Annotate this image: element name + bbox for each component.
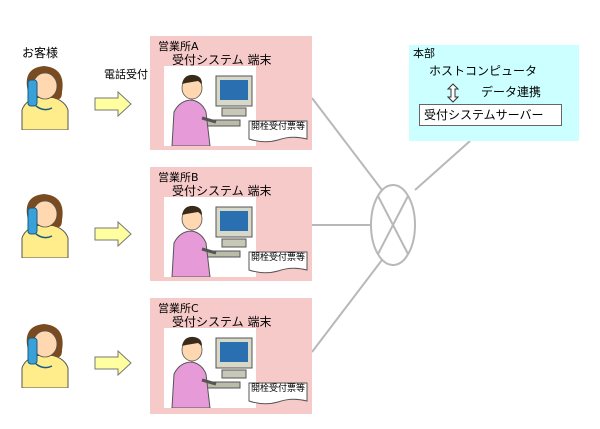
line-hq xyxy=(414,140,471,191)
phone-label: 電話受付 xyxy=(104,68,148,81)
office-worker-pc-icon xyxy=(164,328,256,408)
office-worker-pc-icon xyxy=(164,66,256,146)
branch-name: 営業所B xyxy=(158,171,199,184)
receipt-doc: 開栓受付票等 xyxy=(248,251,308,275)
arrow-right-icon xyxy=(94,350,132,376)
customer-icon xyxy=(21,324,69,388)
headquarters-box: 本部 ホストコンピュータ データ連携 受付システムサーバー xyxy=(409,45,579,141)
hq-name: 本部 xyxy=(413,47,435,60)
terminal-label: 受付システム 端末 xyxy=(172,184,272,198)
reception-server-box: 受付システムサーバー xyxy=(419,104,562,126)
branch-c-box: 営業所C 受付システム 端末 開栓受付票等 xyxy=(150,298,312,414)
data-link-label: データ連携 xyxy=(481,85,542,99)
line-branch-c xyxy=(311,259,383,353)
branch-b-box: 営業所B 受付システム 端末 開栓受付票等 xyxy=(150,167,312,281)
arrow-right-icon xyxy=(94,91,132,117)
customer-label: お客様 xyxy=(22,46,59,60)
arrow-right-icon xyxy=(94,221,132,247)
terminal-label: 受付システム 端末 xyxy=(172,315,272,329)
line-branch-a xyxy=(311,97,383,191)
receipt-doc: 開栓受付票等 xyxy=(248,120,308,144)
receipt-label: 開栓受付票等 xyxy=(251,384,306,394)
receipt-label: 開栓受付票等 xyxy=(251,253,306,263)
receipt-label: 開栓受付票等 xyxy=(251,122,306,132)
customer-icon xyxy=(21,194,69,258)
office-worker-pc-icon xyxy=(164,197,256,277)
branch-name: 営業所C xyxy=(158,302,199,315)
terminal-label: 受付システム 端末 xyxy=(172,53,272,67)
network-hub-cross xyxy=(377,195,409,255)
updown-arrow-icon xyxy=(447,83,459,103)
reception-server-label: 受付システムサーバー xyxy=(424,108,544,122)
host-computer-label: ホストコンピュータ xyxy=(429,64,538,78)
customer-icon xyxy=(21,66,69,130)
branch-name: 営業所A xyxy=(158,40,199,53)
branch-a-box: 営業所A 受付システム 端末 開栓受付票等 xyxy=(150,36,312,150)
receipt-doc: 開栓受付票等 xyxy=(248,382,308,406)
